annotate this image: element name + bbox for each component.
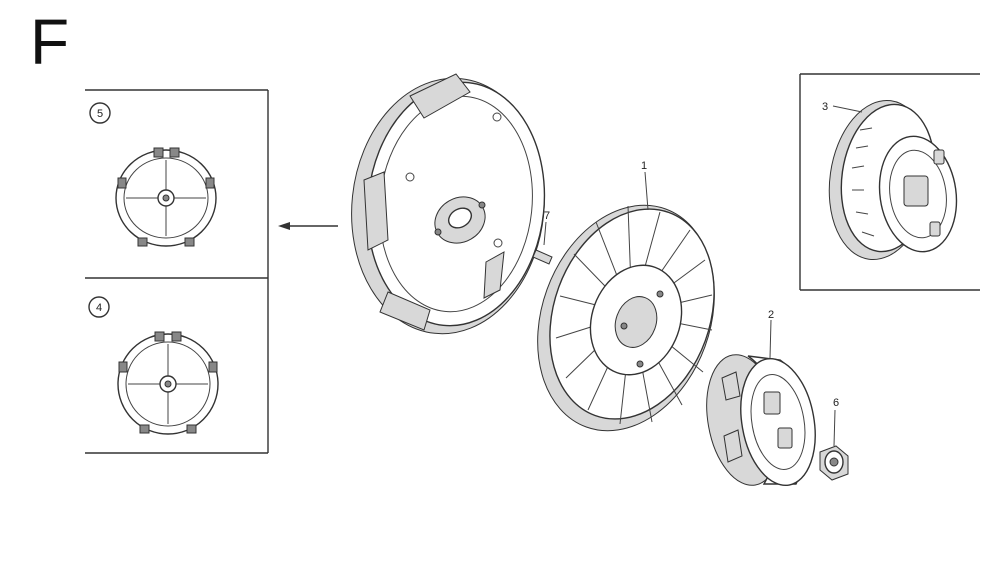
recoil-inset-box: [799, 73, 980, 291]
variant-inset-box: [85, 89, 269, 454]
variant-four-flywheel: [117, 331, 219, 435]
callout-one-label: 1: [641, 160, 647, 172]
callout-seven-label: 7: [544, 210, 550, 222]
cooling-fan: 1: [537, 160, 715, 432]
section-letter: F: [30, 6, 70, 78]
reference-arrow: [278, 222, 338, 230]
callout-six-label: 6: [833, 397, 839, 409]
flywheel-nut: 6: [819, 397, 849, 481]
flywheel-key: 7: [532, 210, 553, 265]
recoil-cup: 3: [822, 99, 958, 261]
callout-five-label: 5: [97, 108, 103, 120]
callout-four: 4: [88, 296, 110, 318]
variant-five-flywheel: [115, 147, 217, 247]
callout-two-label: 2: [768, 309, 774, 321]
flywheel: [351, 73, 546, 335]
callout-four-label: 4: [96, 302, 102, 314]
callout-five: 5: [89, 102, 111, 124]
starter-pulley: 2: [706, 309, 816, 487]
callout-three-label: 3: [822, 101, 828, 113]
